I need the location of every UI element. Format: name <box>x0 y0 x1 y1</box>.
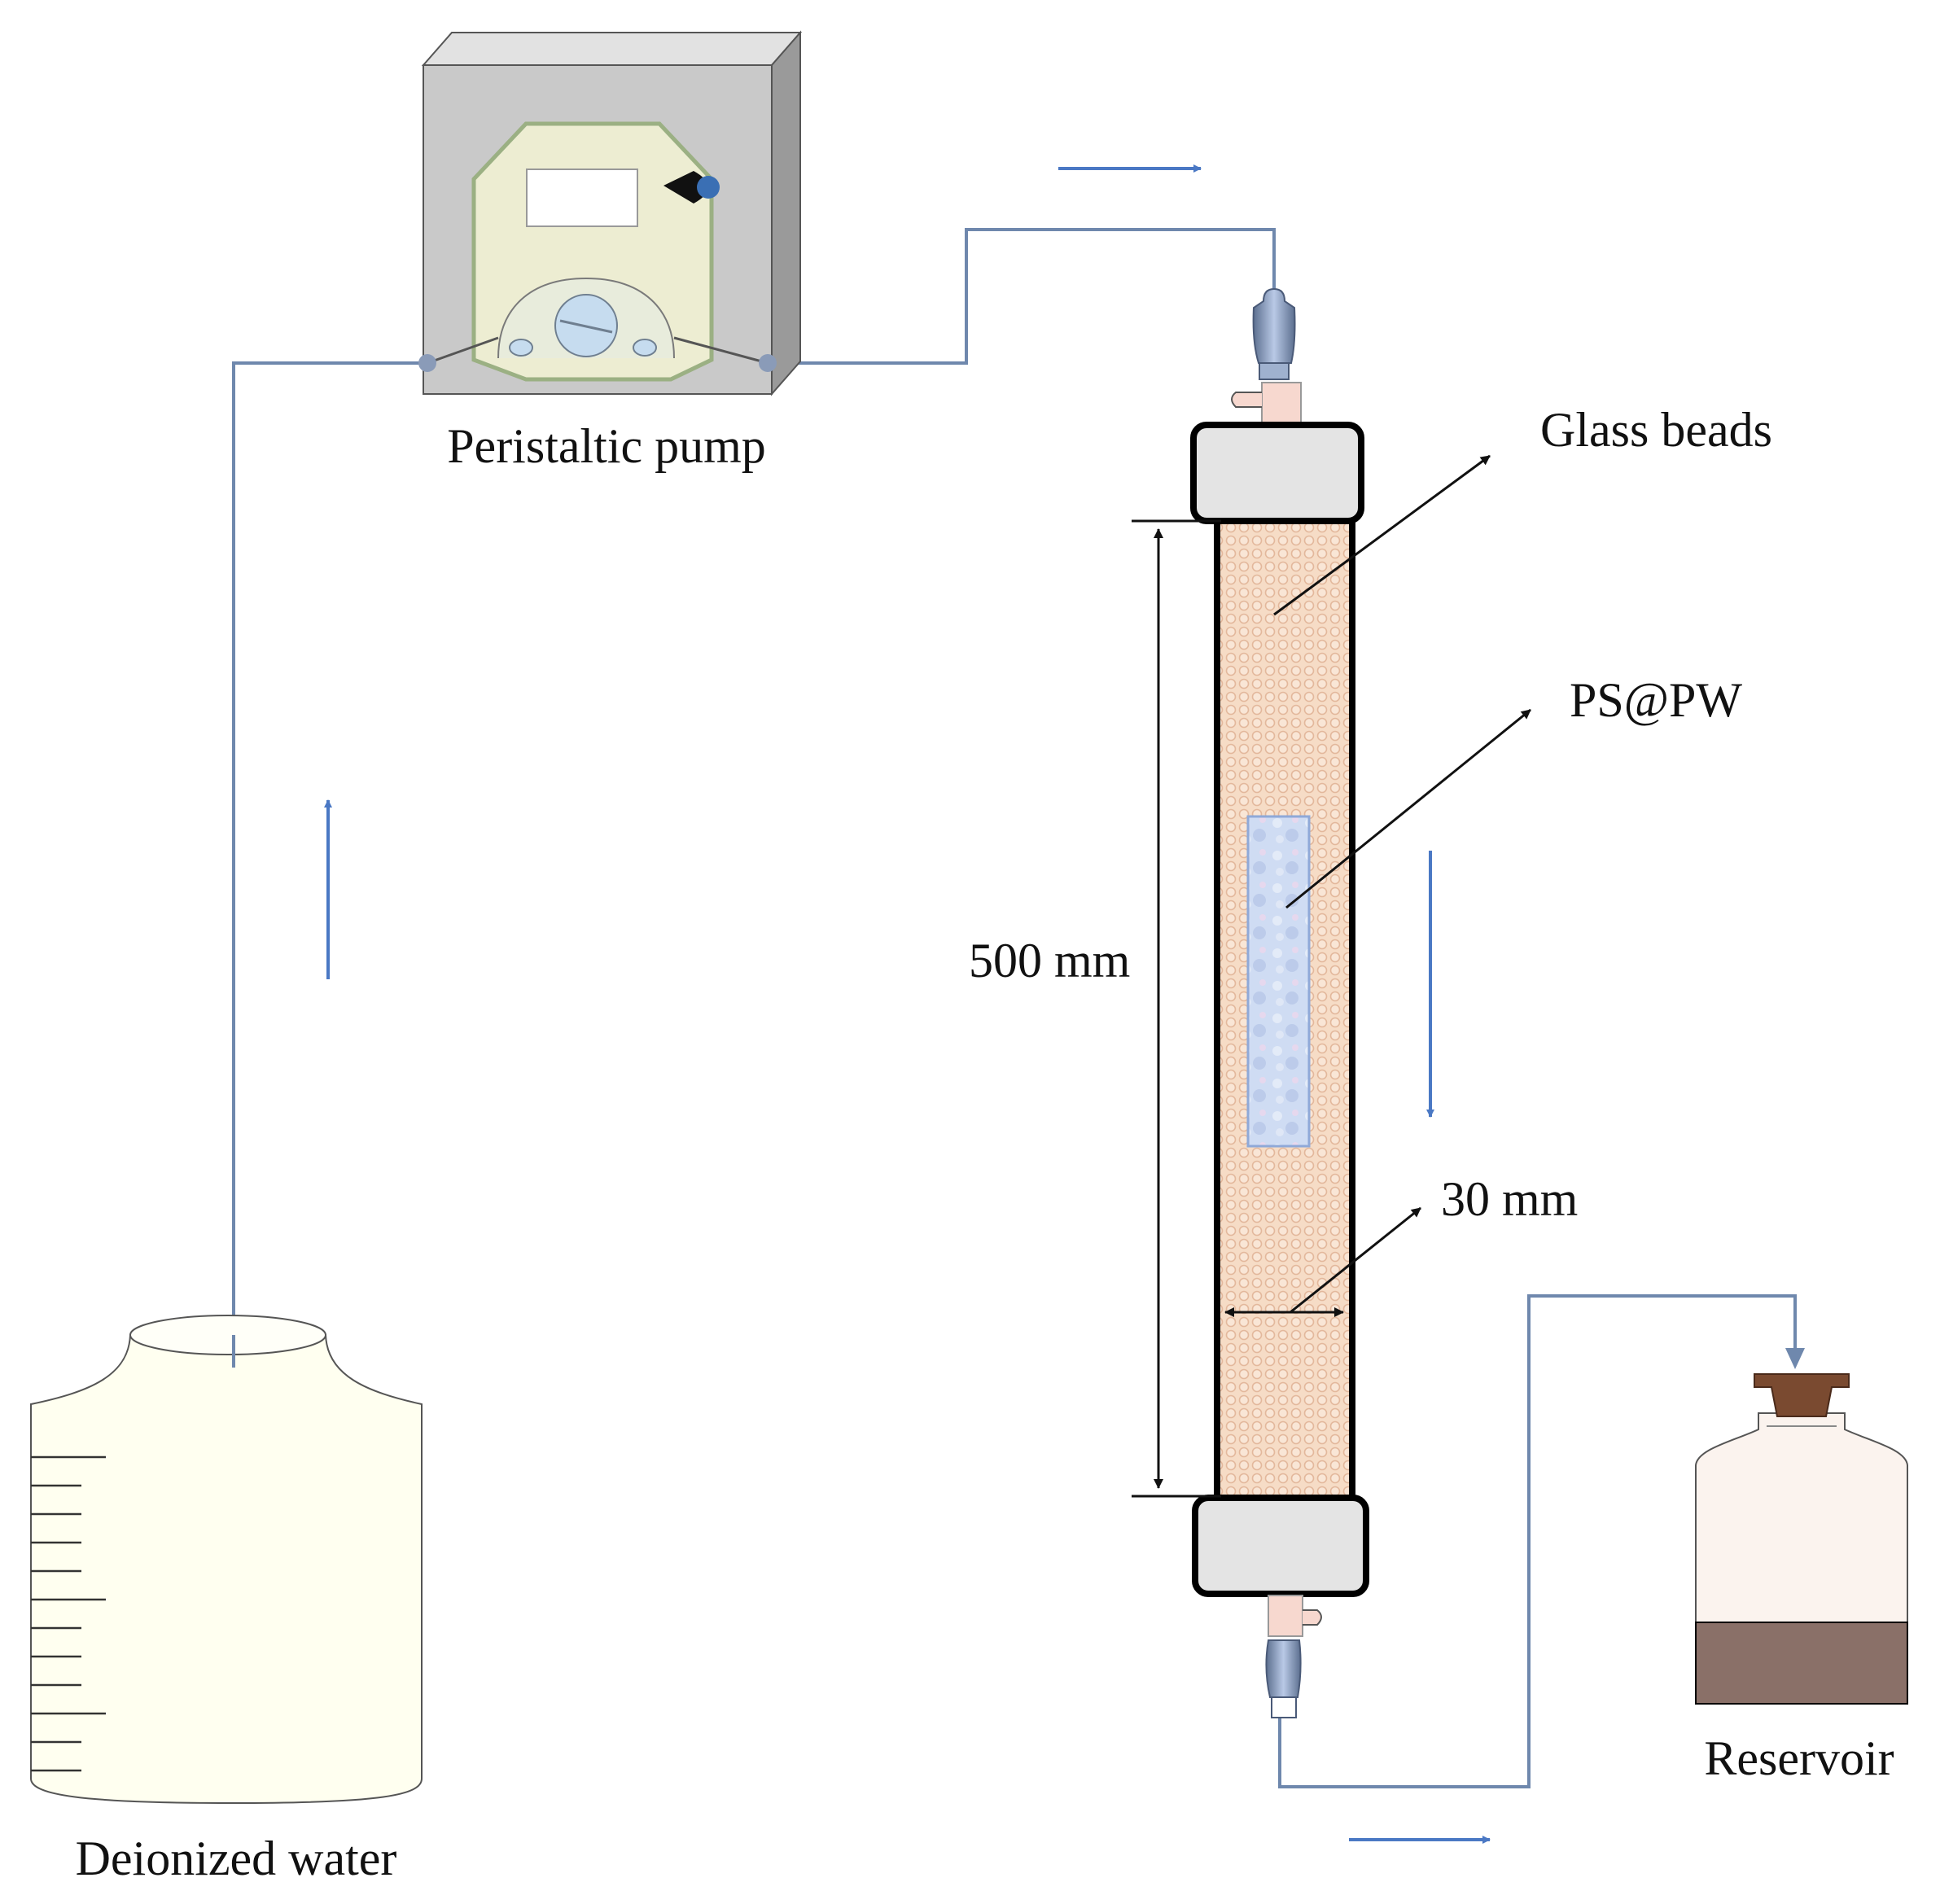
pump-screw-left <box>509 339 533 357</box>
sample-label: PS@PW <box>1570 673 1742 727</box>
sample-leader <box>1285 708 1531 909</box>
pump-label: Peristaltic pump <box>447 419 766 473</box>
column-top-side-port <box>1231 392 1262 408</box>
pump-housing-side <box>771 30 801 396</box>
inlet-tube <box>232 361 427 1368</box>
tubing-lines <box>232 228 1797 1788</box>
pump-tube-out <box>673 336 769 365</box>
length-dimension <box>1132 519 1221 1498</box>
column-top-stem <box>1261 382 1302 426</box>
pump-display <box>526 169 638 227</box>
column-top-connector-ring <box>1259 362 1290 380</box>
source-bottle-body <box>30 1334 423 1805</box>
column-top-connector <box>1252 287 1296 364</box>
pump-outlet-port <box>759 354 777 372</box>
sample-layer <box>1246 815 1311 1148</box>
pump-rotor-slot <box>559 319 613 334</box>
diameter-dimension <box>1224 1206 1421 1317</box>
graduated-bottle-icon <box>30 1315 423 1805</box>
column-length-label: 500 mm <box>969 934 1130 987</box>
reservoir-liquid <box>1695 1622 1908 1705</box>
column-bottom-connector <box>1265 1639 1302 1698</box>
column-diameter-label: 30 mm <box>1441 1172 1578 1226</box>
pump-knob-icon <box>663 171 708 204</box>
reservoir-stopper <box>1754 1373 1850 1417</box>
packed-column-icon <box>1190 287 1369 1718</box>
glass-beads-leader <box>1273 454 1491 616</box>
pump-housing-top <box>421 32 803 66</box>
pump-tube-in <box>427 336 499 365</box>
source-bottle-mouth <box>129 1315 326 1355</box>
diameter-leader <box>1290 1206 1421 1314</box>
bottle-graduations <box>31 1455 106 1772</box>
column-bottom-side-port <box>1303 1609 1322 1626</box>
column-bottom-stem <box>1268 1595 1303 1637</box>
pump-inlet-port <box>418 354 436 372</box>
reservoir-inflow-arrowhead <box>1785 1348 1805 1369</box>
glass-beads-label: Glass beads <box>1540 403 1772 457</box>
pump-screw-right <box>633 339 657 357</box>
column-outlet-tube <box>1278 1294 1797 1788</box>
column-bottom-tip <box>1271 1696 1297 1718</box>
pump-knob-cap <box>697 176 720 199</box>
peristaltic-pump-icon <box>418 30 803 396</box>
pump-outlet-tube <box>768 228 1276 365</box>
column-bottom-cap <box>1192 1495 1369 1597</box>
reservoir-bottle-icon <box>1695 1373 1908 1705</box>
column-top-cap <box>1190 422 1364 524</box>
source-label: Deionized water <box>76 1832 397 1885</box>
reservoir-label: Reservoir <box>1704 1731 1894 1785</box>
